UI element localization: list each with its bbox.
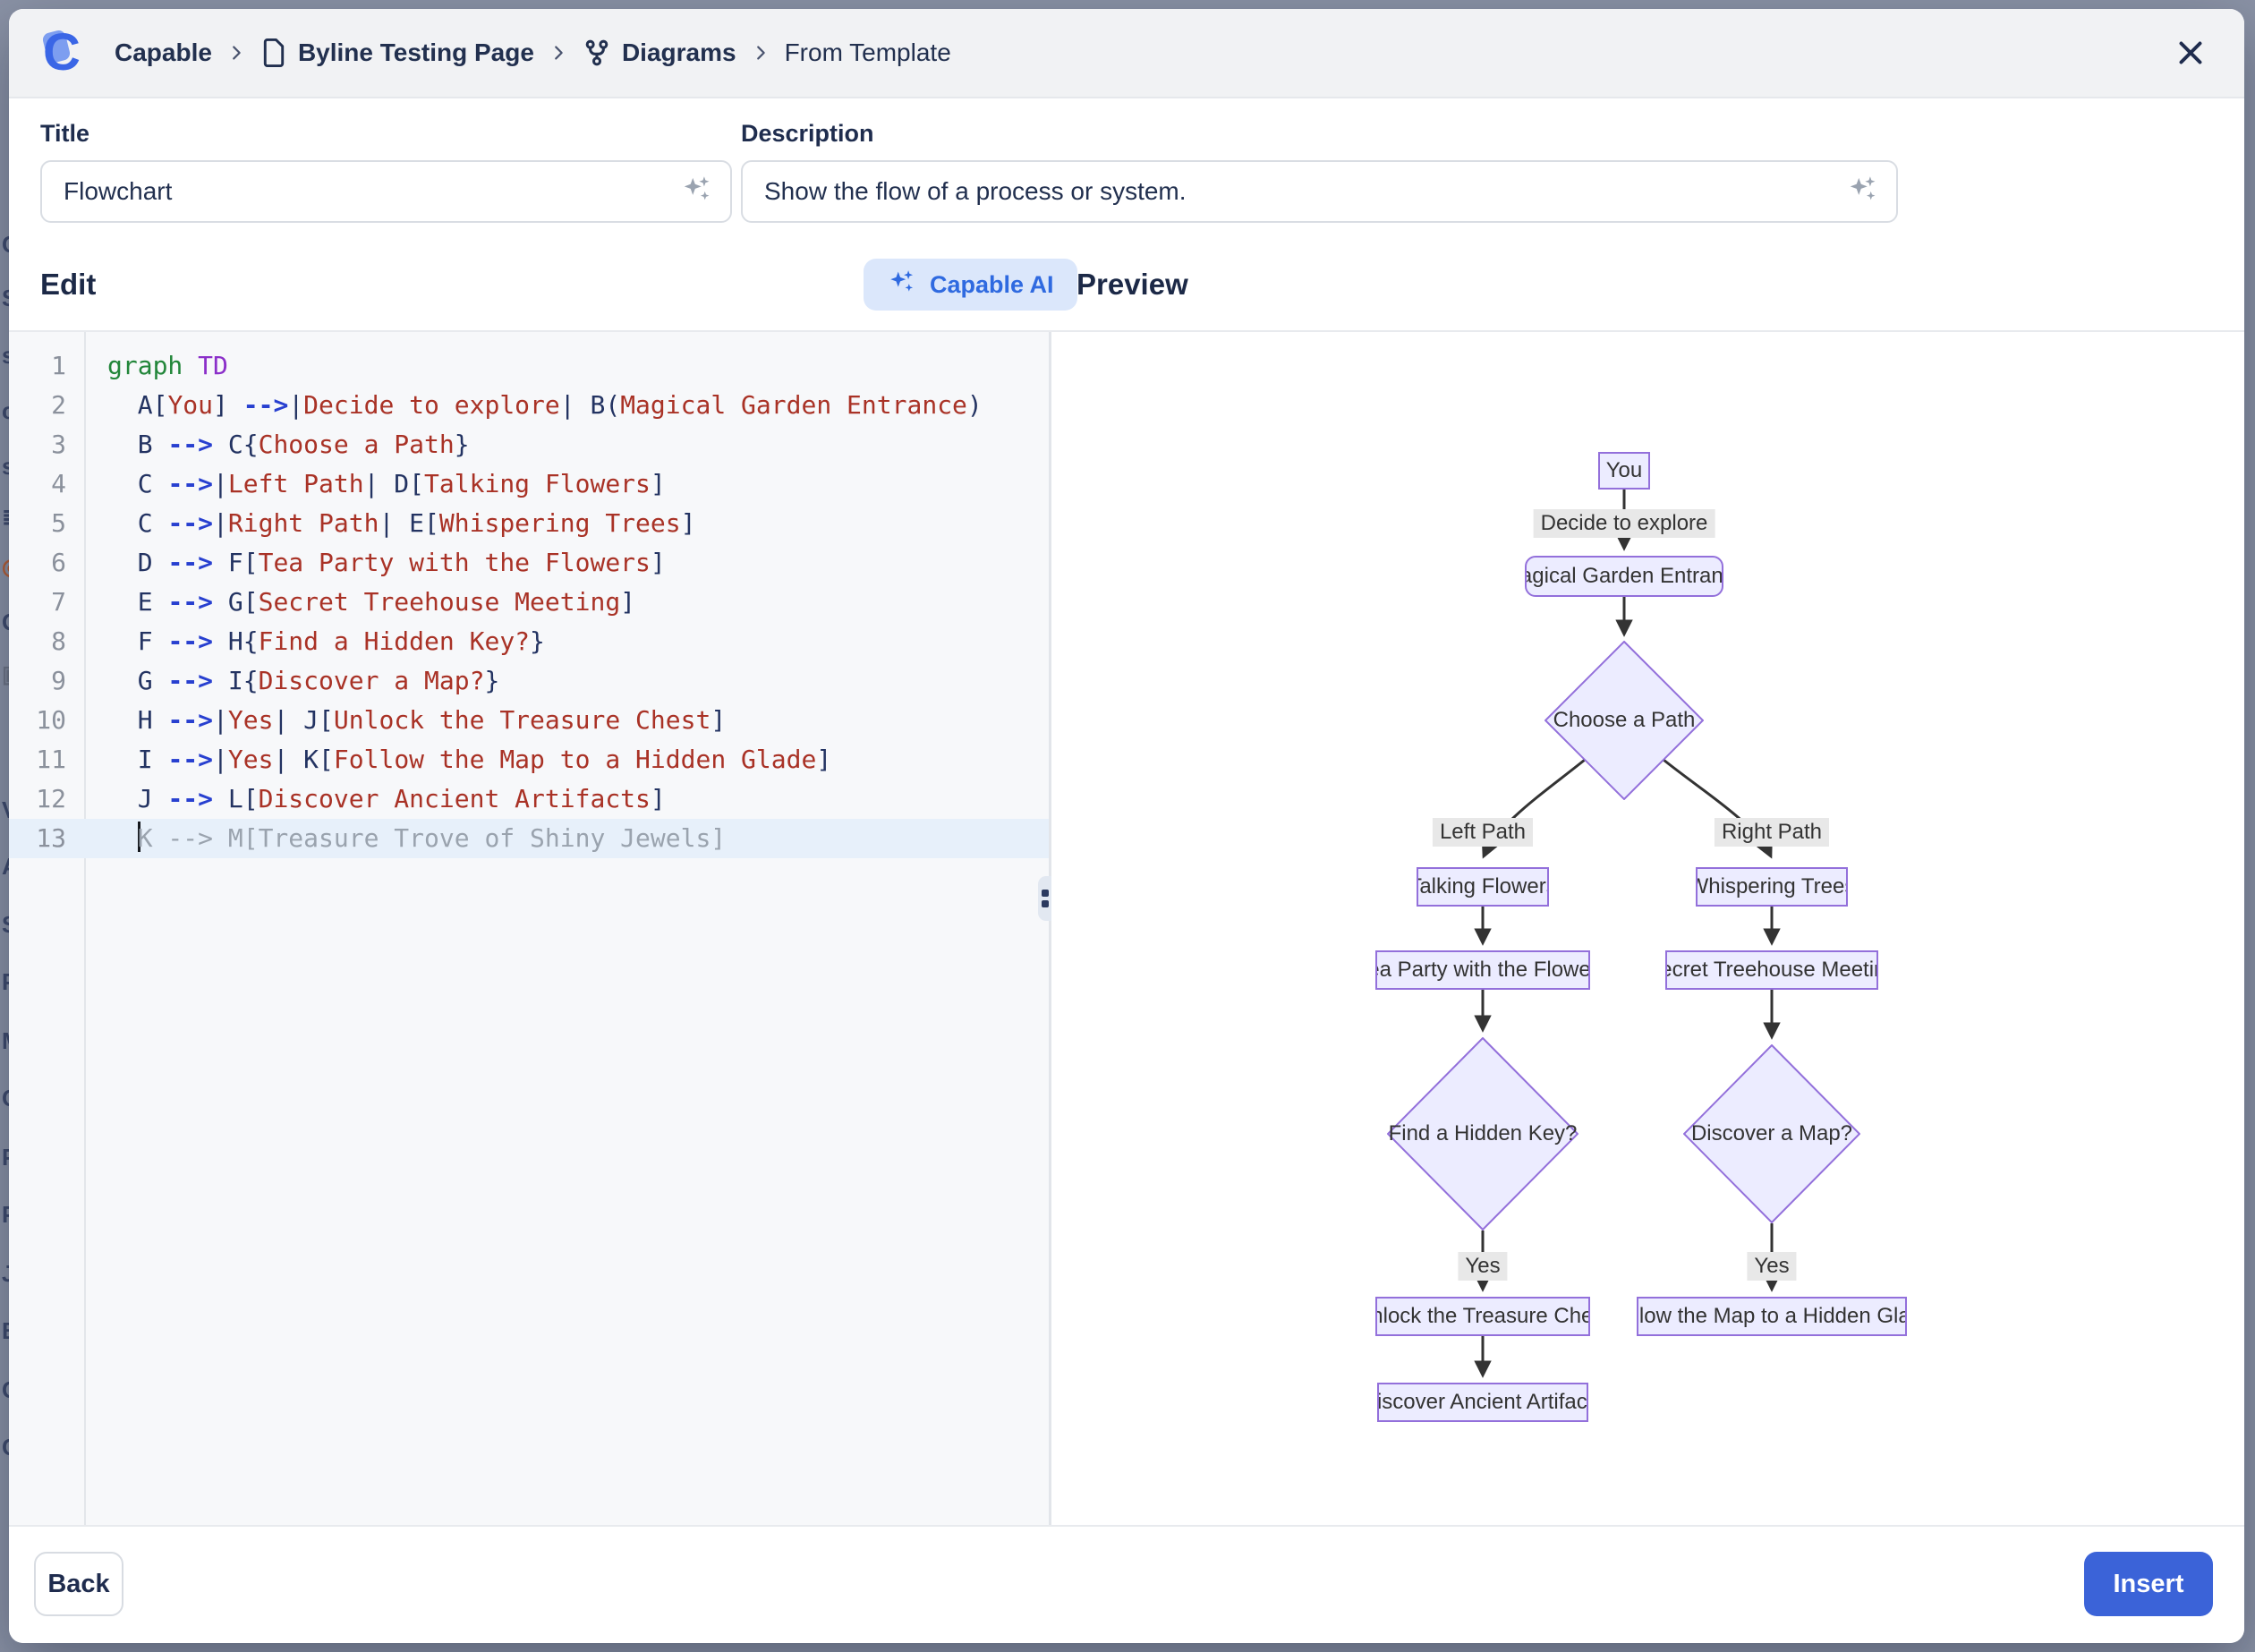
edit-heading: Edit xyxy=(40,268,96,302)
chevron-right-icon xyxy=(751,43,770,63)
preview-heading: Preview xyxy=(1076,268,1188,302)
flowchart-node-B: Magical Garden Entrance xyxy=(1525,556,1723,597)
close-icon[interactable] xyxy=(2171,33,2210,72)
code-text: F --> H{Find a Hidden Key?} xyxy=(84,622,545,661)
code-line: 4 C -->|Left Path| D[Talking Flowers] xyxy=(9,464,1049,504)
node-label: Find a Hidden Key? xyxy=(1387,1037,1578,1230)
flowchart-node-K: Follow the Map to a Hidden Glade xyxy=(1637,1297,1907,1336)
capable-logo-icon: C xyxy=(43,26,93,80)
preview-panel: YouMagical Garden EntranceChoose a PathT… xyxy=(1051,332,2244,1544)
code-text: G --> I{Discover a Map?} xyxy=(84,661,499,701)
description-input[interactable] xyxy=(743,162,1896,221)
code-line: 6 D --> F[Tea Party with the Flowers] xyxy=(9,543,1049,583)
code-line: 3 B --> C{Choose a Path} xyxy=(9,425,1049,464)
line-number: 6 xyxy=(9,543,84,583)
code-line: 7 E --> G[Secret Treehouse Meeting] xyxy=(9,583,1049,622)
code-text: D --> F[Tea Party with the Flowers] xyxy=(84,543,666,583)
chevron-right-icon xyxy=(549,43,568,63)
diagram-template-modal: C Capable Byline Testing Page xyxy=(9,9,2244,1643)
code-text: graph TD xyxy=(84,346,228,386)
code-line: 9 G --> I{Discover a Map?} xyxy=(9,661,1049,701)
code-text: J --> L[Discover Ancient Artifacts] xyxy=(84,779,666,819)
flowchart-node-E: Whispering Trees xyxy=(1696,867,1848,907)
flowchart-node-G: Secret Treehouse Meeting xyxy=(1665,950,1878,990)
line-number: 10 xyxy=(9,701,84,740)
breadcrumb-diagrams[interactable]: Diagrams xyxy=(583,38,736,67)
flowchart-node-L: Discover Ancient Artifacts xyxy=(1377,1383,1588,1422)
panel-headers: Edit Capable AI Preview xyxy=(9,246,2244,332)
flowchart-node-D: Talking Flowers xyxy=(1417,867,1549,907)
modal-footer: Back Insert xyxy=(9,1525,2244,1643)
title-input-wrap xyxy=(40,160,732,223)
line-number: 12 xyxy=(9,779,84,819)
title-field-group: Title xyxy=(40,120,732,223)
edge-label: Yes xyxy=(1458,1252,1507,1281)
sparkles-icon xyxy=(887,267,917,303)
flowchart-node-J: Unlock the Treasure Chest xyxy=(1375,1297,1590,1336)
code-text: H -->|Yes| J[Unlock the Treasure Chest] xyxy=(84,701,726,740)
line-number: 9 xyxy=(9,661,84,701)
line-number: 5 xyxy=(9,504,84,543)
flowchart-node-C: Choose a Path xyxy=(1544,641,1704,800)
panel-body: 1graph TD2 A[You] -->|Decide to explore|… xyxy=(9,332,2244,1544)
sparkles-icon[interactable] xyxy=(680,173,714,211)
edge-label: Yes xyxy=(1747,1252,1796,1281)
fork-icon xyxy=(583,38,611,67)
code-line: 12 J --> L[Discover Ancient Artifacts] xyxy=(9,779,1049,819)
code-text: B --> C{Choose a Path} xyxy=(84,425,470,464)
sparkles-icon[interactable] xyxy=(1846,173,1880,211)
code-line: 11 I -->|Yes| K[Follow the Map to a Hidd… xyxy=(9,740,1049,779)
line-number: 4 xyxy=(9,464,84,504)
flowchart-node-H: Find a Hidden Key? xyxy=(1387,1037,1578,1230)
mermaid-code-editor[interactable]: 1graph TD2 A[You] -->|Decide to explore|… xyxy=(9,332,1049,1544)
description-label: Description xyxy=(741,120,1898,148)
node-label: Discover a Map? xyxy=(1683,1044,1860,1223)
title-label: Title xyxy=(40,120,732,148)
line-number: 2 xyxy=(9,386,84,425)
code-text: C -->|Left Path| D[Talking Flowers] xyxy=(84,464,666,504)
breadcrumb-from-template: From Template xyxy=(785,38,951,67)
code-text: C -->|Right Path| E[Whispering Trees] xyxy=(84,504,695,543)
node-label: Choose a Path xyxy=(1544,641,1704,800)
back-button[interactable]: Back xyxy=(34,1552,123,1616)
code-line: 8 F --> H{Find a Hidden Key?} xyxy=(9,622,1049,661)
code-line: 13 K --> M[Treasure Trove of Shiny Jewel… xyxy=(9,819,1049,858)
line-number: 13 xyxy=(9,819,84,858)
flowchart-node-F: Tea Party with the Flowers xyxy=(1375,950,1590,990)
code-line: 2 A[You] -->|Decide to explore| B(Magica… xyxy=(9,386,1049,425)
code-line: 5 C -->|Right Path| E[Whispering Trees] xyxy=(9,504,1049,543)
flowchart-node-I: Discover a Map? xyxy=(1683,1044,1860,1223)
flowchart-node-A: You xyxy=(1598,452,1650,490)
line-number: 1 xyxy=(9,346,84,386)
breadcrumb-byline-testing-page[interactable]: Byline Testing Page xyxy=(260,38,534,68)
edge-label: Right Path xyxy=(1715,818,1829,847)
code-line: 10 H -->|Yes| J[Unlock the Treasure Ches… xyxy=(9,701,1049,740)
modal-header: C Capable Byline Testing Page xyxy=(9,9,2244,98)
capable-ai-button[interactable]: Capable AI xyxy=(864,259,1077,311)
breadcrumb-capable[interactable]: Capable xyxy=(115,38,212,67)
title-input[interactable] xyxy=(42,162,730,221)
edge-label: Decide to explore xyxy=(1534,509,1715,538)
flowchart-diagram: YouMagical Garden EntranceChoose a PathT… xyxy=(1051,332,2244,1544)
chevron-right-icon xyxy=(226,43,246,63)
code-text: A[You] -->|Decide to explore| B(Magical … xyxy=(84,386,983,425)
line-number: 3 xyxy=(9,425,84,464)
code-text: E --> G[Secret Treehouse Meeting] xyxy=(84,583,635,622)
line-number: 7 xyxy=(9,583,84,622)
breadcrumb: Capable Byline Testing Page Diagrams xyxy=(115,38,951,68)
line-number: 8 xyxy=(9,622,84,661)
document-icon xyxy=(260,38,287,68)
insert-button[interactable]: Insert xyxy=(2084,1552,2213,1616)
edge-label: Left Path xyxy=(1433,818,1533,847)
description-input-wrap xyxy=(741,160,1898,223)
form-row: Title Description xyxy=(9,98,2244,246)
line-number: 11 xyxy=(9,740,84,779)
description-field-group: Description xyxy=(741,120,1898,223)
code-text: K --> M[Treasure Trove of Shiny Jewels] xyxy=(84,819,726,858)
code-line: 1graph TD xyxy=(9,346,1049,386)
code-text: I -->|Yes| K[Follow the Map to a Hidden … xyxy=(84,740,831,779)
